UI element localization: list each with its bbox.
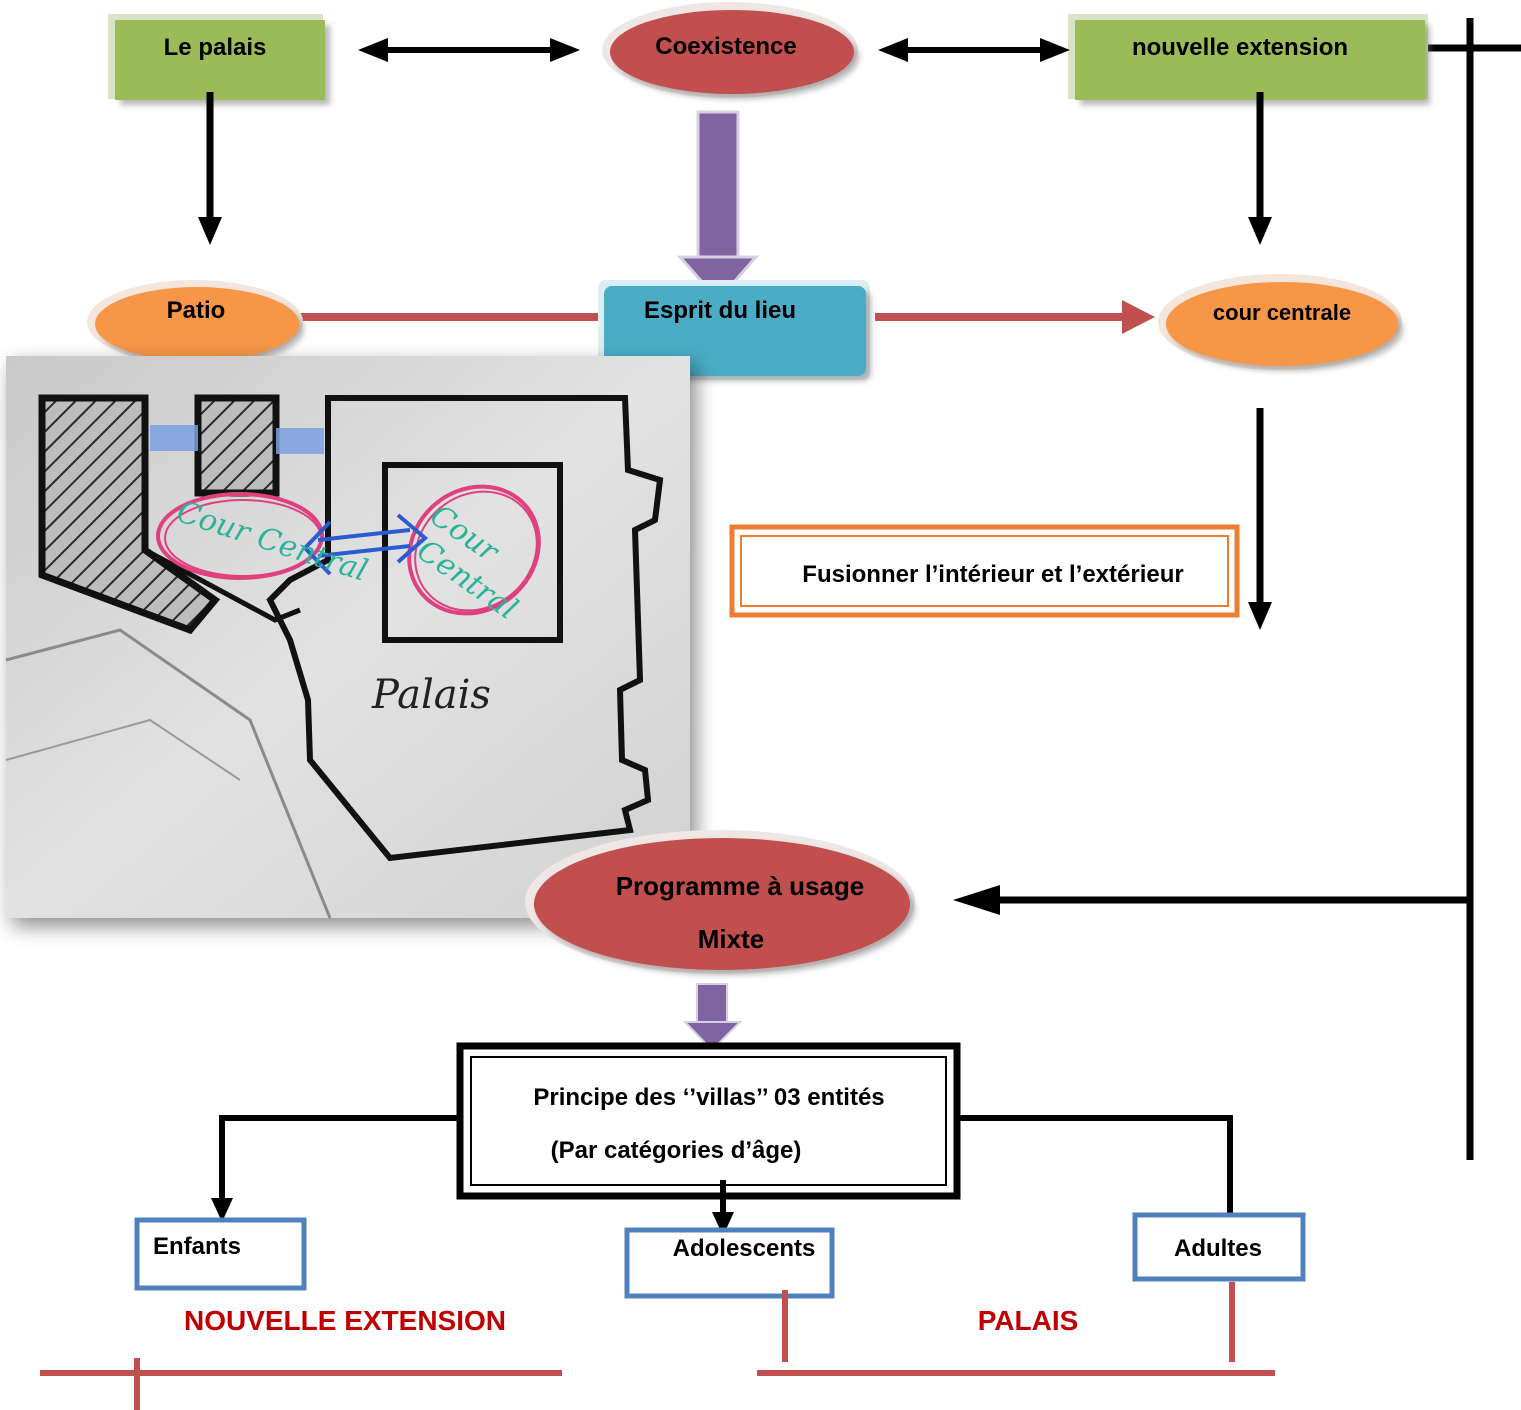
arrow-esprit-cour [875, 300, 1155, 334]
branch-enfants [211, 1115, 460, 1222]
label-coexistence: Coexistence [655, 33, 796, 60]
node-cour-centrale: cour centrale [1158, 274, 1402, 370]
node-nouvelle-extension: nouvelle extension [1068, 14, 1428, 100]
label-nouvelle-extension: nouvelle extension [1132, 34, 1348, 61]
label-group-palais: PALAIS [978, 1305, 1079, 1336]
group-palais: PALAIS [757, 1282, 1275, 1376]
arrow-extension-cour [1248, 92, 1272, 245]
arrow-palais-patio [198, 92, 222, 245]
label-esprit-du-lieu: Esprit du lieu [644, 297, 796, 324]
label-fusionner: Fusionner l’intérieur et l’extérieur [802, 561, 1183, 588]
node-coexistence: Coexistence [602, 2, 858, 98]
label-principe-line2: (Par catégories d’âge) [551, 1137, 802, 1164]
group-nouvelle-extension: NOUVELLE EXTENSION [40, 1305, 562, 1410]
node-adultes: Adultes [1132, 1212, 1306, 1282]
right-connector [953, 18, 1521, 1160]
branch-adolescents [712, 1180, 734, 1236]
node-esprit-du-lieu: Esprit du lieu [598, 280, 870, 380]
arrow-palais-coexistence [358, 38, 580, 62]
label-adolescents: Adolescents [673, 1235, 816, 1262]
label-group-extension: NOUVELLE EXTENSION [184, 1305, 506, 1336]
label-programme-line2: Mixte [698, 924, 764, 954]
label-cour-centrale: cour centrale [1213, 300, 1351, 325]
arrow-coexistence-esprit [676, 110, 760, 303]
sketch-label-palais: Palais [371, 672, 491, 718]
arrow-programme-principe [682, 983, 743, 1052]
sketch-photo: Cour Central Cour Central Palais [5, 356, 690, 919]
node-le-palais: Le palais [108, 14, 325, 100]
arrow-cour-fusionner [1248, 408, 1272, 630]
node-patio: Patio [87, 280, 303, 364]
node-adolescents: Adolescents [624, 1227, 835, 1299]
node-fusionner: Fusionner l’intérieur et l’extérieur [729, 524, 1240, 618]
label-le-palais: Le palais [164, 34, 267, 61]
label-patio: Patio [167, 297, 226, 324]
label-enfants: Enfants [153, 1233, 241, 1260]
label-programme-line1: Programme à usage [616, 871, 865, 901]
label-adultes: Adultes [1174, 1235, 1262, 1262]
arrow-coexistence-extension [878, 38, 1070, 62]
node-enfants: Enfants [134, 1217, 307, 1291]
node-programme: Programme à usage Mixte [525, 830, 915, 974]
label-principe-line1: Principe des ‘’villas’’ 03 entités [533, 1084, 884, 1111]
node-principe: Principe des ‘’villas’’ 03 entités (Par … [456, 1042, 961, 1200]
